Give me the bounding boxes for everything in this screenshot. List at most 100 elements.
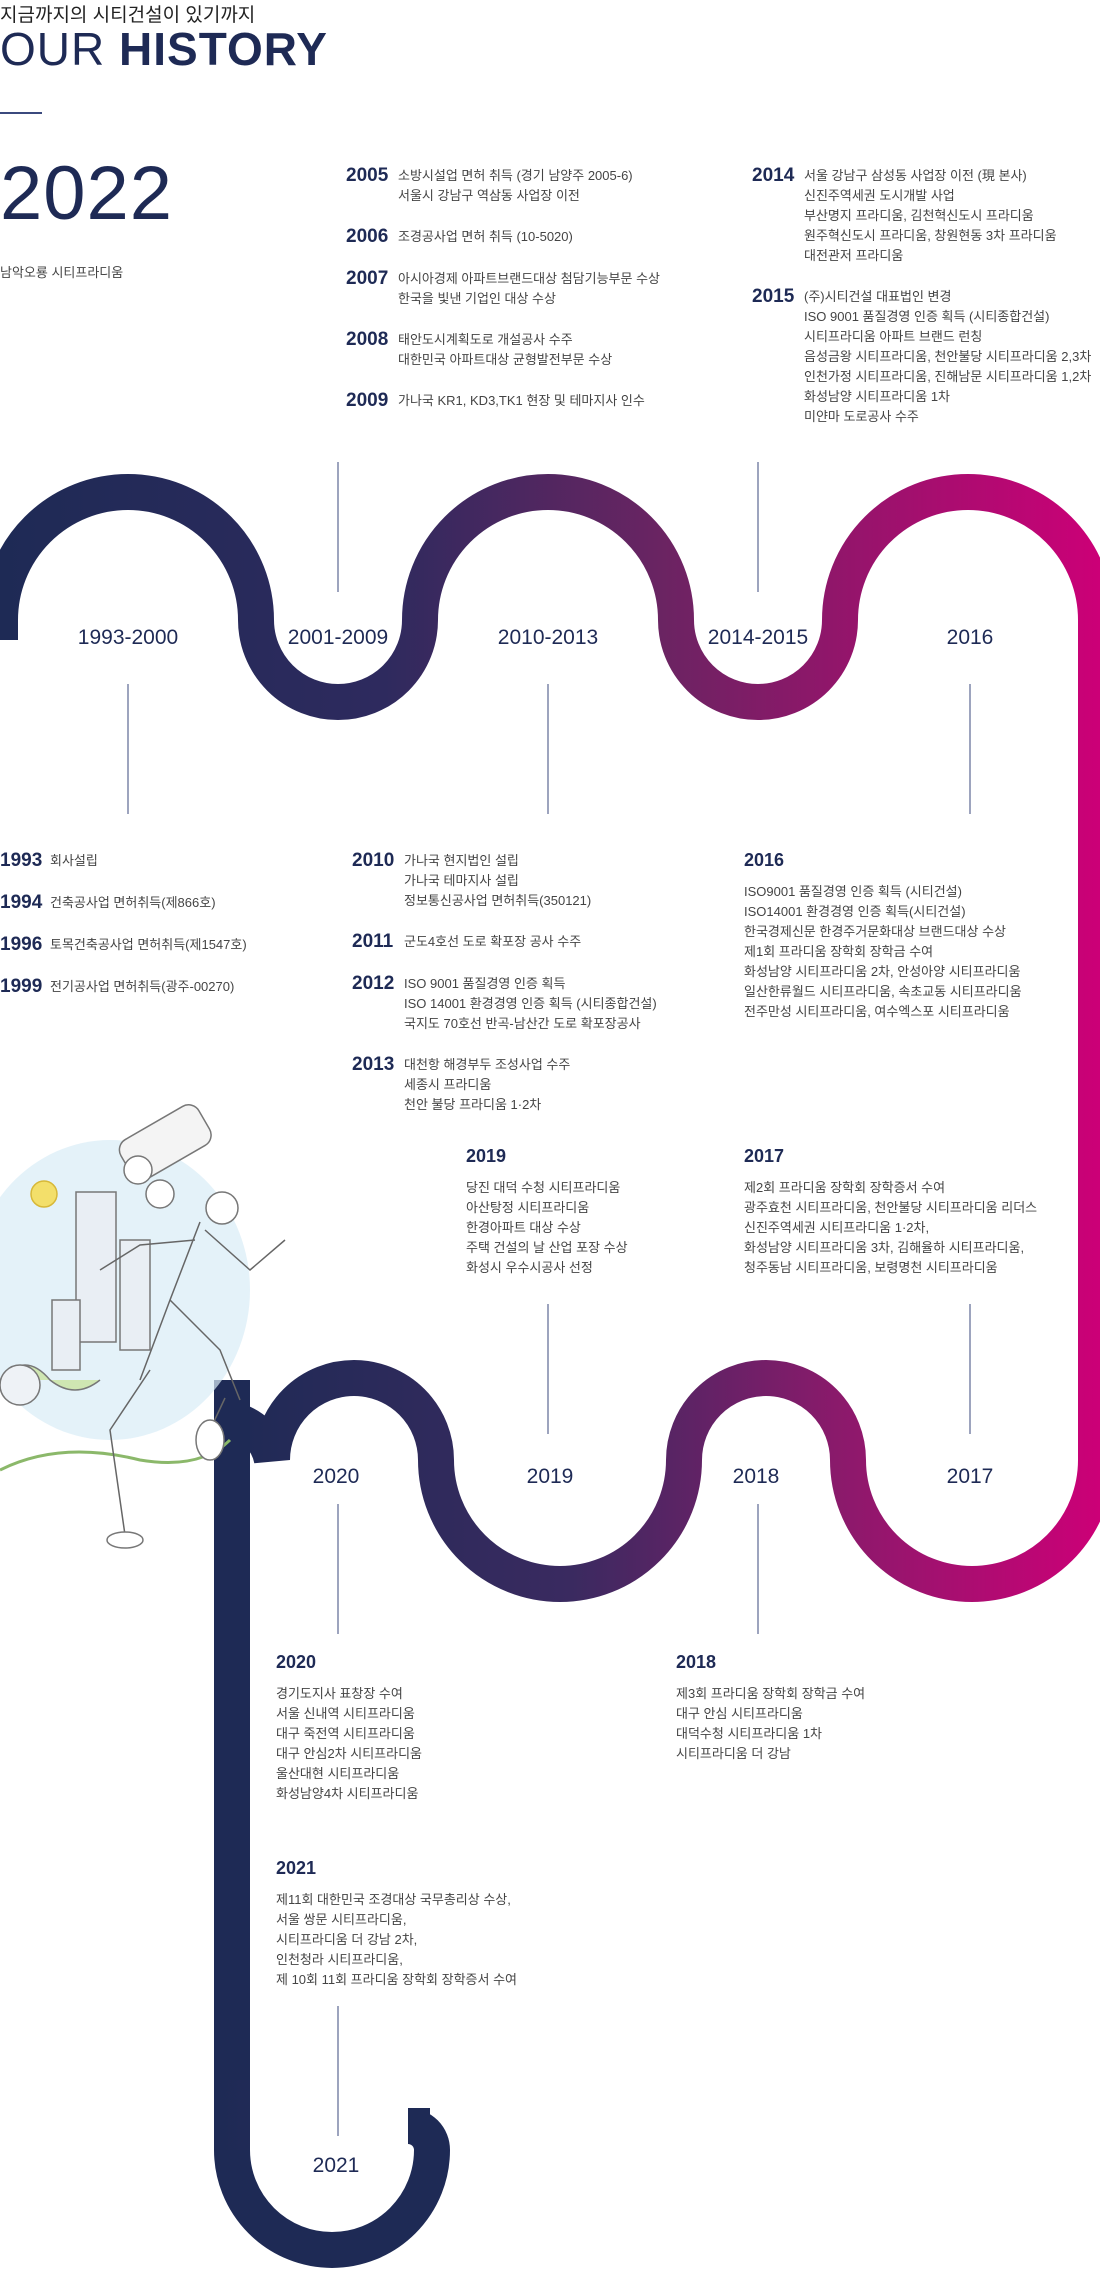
group-year: 1994 xyxy=(0,892,43,913)
block-line: 한경아파트 대상 수상 xyxy=(466,1220,581,1235)
group-line: 토목건축공사업 면허취득(제1547호) xyxy=(50,937,247,952)
group-line: ISO 9001 품질경영 인증 획득 xyxy=(404,976,566,991)
group-line: 원주혁신도시 프라디움, 창원현동 3차 프라디움 xyxy=(804,228,1057,243)
history-block-2021: 2021 제11회 대한민국 조경대상 국무총리상 수상, 서울 쌍문 시티프라… xyxy=(276,1858,517,1990)
group-line: 가나국 테마지사 설립 xyxy=(404,873,519,888)
history-block-2016: 2016 ISO9001 품질경영 인증 획득 (시티건설) ISO14001 … xyxy=(744,850,1022,1022)
history-block-2017: 2017 제2회 프라디움 장학회 장학증서 수여 광주효천 시티프라디움, 천… xyxy=(744,1146,1037,1278)
block-line: 울산대현 시티프라디움 xyxy=(276,1766,400,1781)
block-line: 전주만성 시티프라디움, 여수엑스포 시티프라디움 xyxy=(744,1004,1010,1019)
group-line: 건축공사업 면허취득(제866호) xyxy=(50,895,216,910)
group-line: 정보통신공사업 면허취득(350121) xyxy=(404,893,592,908)
group-line: 가나국 현지법인 설립 xyxy=(404,853,519,868)
group-line: 조경공사업 면허 취득 (10-5020) xyxy=(398,229,573,244)
block-line: 인천청라 시티프라디움, xyxy=(276,1952,403,1967)
block-line: 대덕수청 시티프라디움 1차 xyxy=(676,1726,823,1741)
group-line: 세종시 프라디움 xyxy=(404,1077,492,1092)
title-bold: HISTORY xyxy=(119,23,328,75)
group-line: 국지도 70호선 반곡-남산간 도로 확포장공사 xyxy=(404,1016,641,1031)
block-line: 시티프라디움 더 강남 xyxy=(676,1746,791,1761)
group-year: 2011 xyxy=(352,931,394,952)
block-year: 2020 xyxy=(276,1652,317,1672)
block-line: 서울 신내역 시티프라디움 xyxy=(276,1706,415,1721)
block-line: 경기도지사 표창장 수여 xyxy=(276,1686,403,1701)
track-label-2017: 2017 xyxy=(946,1465,994,1488)
group-line: 화성남양 시티프라디움 1차 xyxy=(804,389,951,404)
block-year: 2021 xyxy=(276,1858,317,1878)
group-year: 2015 xyxy=(752,286,795,307)
block-line: ISO14001 환경경영 인증 획득(시티건설) xyxy=(744,904,966,919)
group-line: 대천항 해경부두 조성사업 수주 xyxy=(404,1057,571,1072)
group-line: ISO 14001 환경경영 인증 획득 (시티종합건설) xyxy=(404,996,657,1011)
history-block-2020: 2020 경기도지사 표창장 수여 서울 신내역 시티프라디움 대구 죽전역 시… xyxy=(276,1652,422,1804)
group-year: 2009 xyxy=(346,390,389,411)
block-line: 청주동남 시티프라디움, 보령명천 시티프라디움 xyxy=(744,1260,998,1275)
group-line: 한국을 빛낸 기업인 대상 수상 xyxy=(398,291,556,306)
block-year: 2016 xyxy=(744,850,785,870)
group-line: 대전관저 프라디움 xyxy=(804,248,904,263)
block-year: 2017 xyxy=(744,1146,785,1166)
track-row-1 xyxy=(0,474,1100,1470)
group-year: 2013 xyxy=(352,1054,395,1075)
current-year-note: 남악오룡 시티프라디움 xyxy=(0,265,124,280)
block-line: 당진 대덕 수청 시티프라디움 xyxy=(466,1180,621,1195)
group-line: 태안도시계획도로 개설공사 수주 xyxy=(398,332,573,347)
group-line: 아시아경제 아파트브랜드대상 첨담기능부문 수상 xyxy=(398,271,660,286)
group-line: 소방시설업 면허 취득 (경기 남양주 2005-6) xyxy=(398,168,633,183)
group-line: ISO 9001 품질경영 인증 획득 (시티종합건설) xyxy=(804,309,1050,324)
block-line: 일산한류월드 시티프라디움, 속초교동 시티프라디움 xyxy=(744,984,1022,999)
page-title: OUR HISTORY xyxy=(0,22,328,76)
group-line: 신진주역세권 도시개발 사업 xyxy=(804,188,955,203)
block-line: 대구 안심 시티프라디움 xyxy=(676,1706,803,1721)
track-label-2016: 2016 xyxy=(946,626,994,649)
block-line: 제1회 프라디움 장학회 장학금 수여 xyxy=(744,944,934,959)
title-thin: OUR xyxy=(0,23,106,75)
block-line: 제 10회 11회 프라디움 장학회 장학증서 수여 xyxy=(276,1972,517,1987)
block-line: 한국경제신문 한경주거문화대상 브랜드대상 수상 xyxy=(744,924,1006,939)
group-year: 2012 xyxy=(352,973,395,994)
group-year: 1993 xyxy=(0,850,43,871)
group-line: 시티프라디움 아파트 브랜드 런칭 xyxy=(804,329,983,344)
block-line: 화성시 우수시공사 선정 xyxy=(466,1260,593,1275)
group-line: 미얀마 도로공사 수주 xyxy=(804,409,919,424)
track-row-2 xyxy=(214,1360,1100,2150)
block-line: 대구 죽전역 시티프라디움 xyxy=(276,1726,415,1741)
group-line: (주)시티건설 대표법인 변경 xyxy=(804,289,952,304)
block-line: 시티프라디움 더 강남 2차, xyxy=(276,1932,418,1947)
block-line: 화성남양4차 시티프라디움 xyxy=(276,1786,419,1801)
block-line: 화성남양 시티프라디움 3차, 김해율하 시티프라디움, xyxy=(744,1240,1025,1255)
group-line: 천안 불당 프라디움 1·2차 xyxy=(404,1097,542,1112)
title-divider xyxy=(0,112,42,114)
group-line: 대한민국 아파트대상 균형발전부문 수상 xyxy=(398,352,613,367)
block-year: 2018 xyxy=(676,1652,717,1672)
block-line: ISO9001 품질경영 인증 획득 (시티건설) xyxy=(744,884,962,899)
block-line: 제3회 프라디움 장학회 장학금 수여 xyxy=(676,1686,866,1701)
group-year: 2010 xyxy=(352,850,395,871)
track-label-2014: 2014-2015 xyxy=(707,626,809,649)
group-year: 2006 xyxy=(346,226,389,247)
group-line: 전기공사업 면허취득(광주-00270) xyxy=(50,979,235,994)
group-line: 부산명지 프라디움, 김천혁신도시 프라디움 xyxy=(804,208,1034,223)
track-label-2021: 2021 xyxy=(312,2154,360,2177)
history-block-2018: 2018 제3회 프라디움 장학회 장학금 수여 대구 안심 시티프라디움 대덕… xyxy=(676,1652,865,1764)
block-year: 2019 xyxy=(466,1146,507,1166)
group-line: 인천가정 시티프라디움, 진해남문 시티프라디움 1,2차 xyxy=(804,369,1092,384)
block-line: 광주효천 시티프라디움, 천안불당 시티프라디움 리더스 xyxy=(744,1200,1038,1215)
track-label-1993: 1993-2000 xyxy=(77,626,179,649)
track-label-2020: 2020 xyxy=(312,1465,360,1488)
block-line: 주택 건설의 날 산업 포장 수상 xyxy=(466,1240,628,1255)
group-line: 가나국 KR1, KD3,TK1 현장 및 테마지사 인수 xyxy=(398,393,645,408)
block-line: 대구 안심2차 시티프라디움 xyxy=(276,1746,423,1761)
group-year: 2007 xyxy=(346,268,389,289)
track-label-2001: 2001-2009 xyxy=(287,626,389,649)
group-line: 서울 강남구 삼성동 사업장 이전 (現 본사) xyxy=(804,168,1027,183)
group-line: 군도4호선 도로 확포장 공사 수주 xyxy=(404,934,582,949)
group-line: 음성금왕 시티프라디움, 천안불당 시티프라디움 2,3차 xyxy=(804,349,1092,364)
group-line: 회사설립 xyxy=(50,853,98,868)
block-line: 신진주역세권 시티프라디움 1·2차, xyxy=(744,1220,930,1235)
